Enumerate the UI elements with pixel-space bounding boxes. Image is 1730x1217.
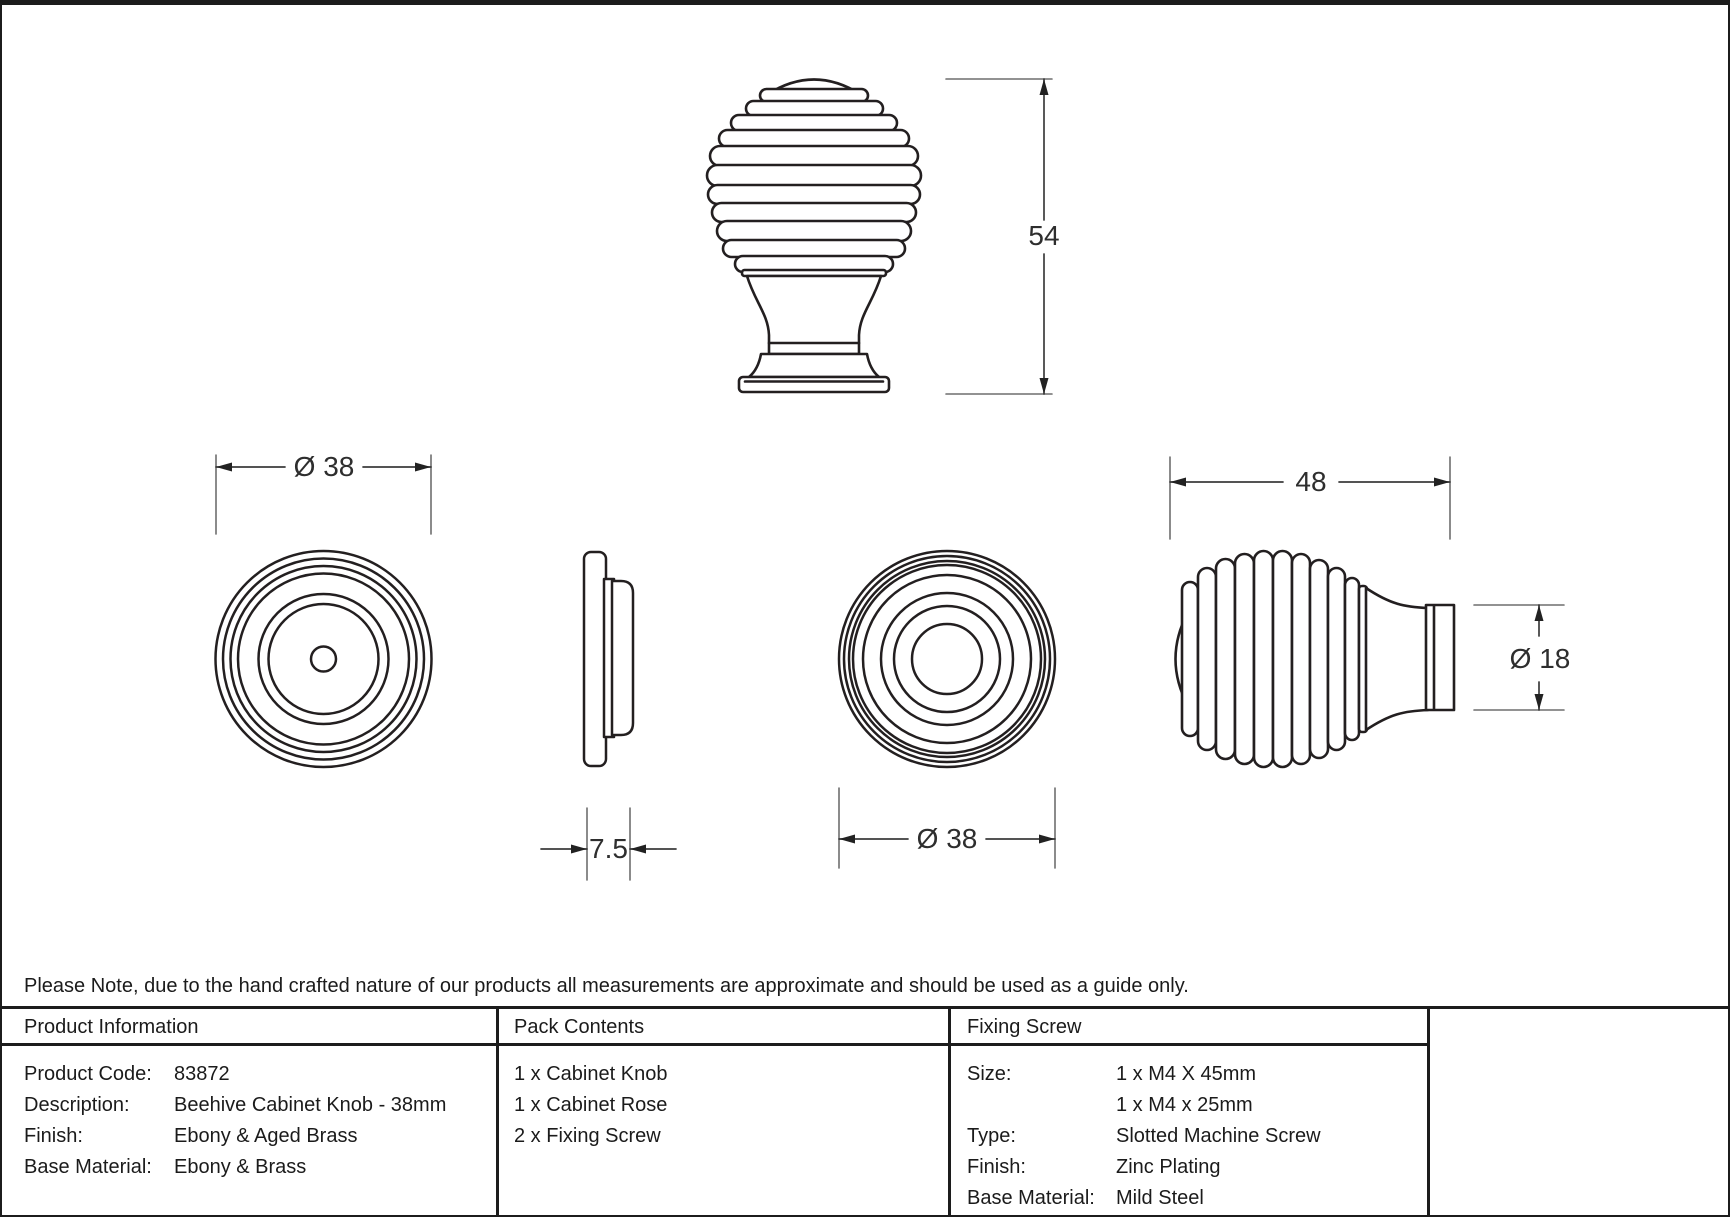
table-divider-1	[496, 1006, 499, 1215]
dim-label-stem-diameter: Ø 18	[1510, 643, 1571, 674]
knob-side-view-drawing	[1174, 549, 1456, 769]
screw-size-value-2: 1 x M4 x 25mm	[1116, 1094, 1253, 1116]
technical-drawing-canvas: 54 Ø 38	[214, 78, 1571, 881]
dim-label-54: 54	[1028, 220, 1059, 251]
description-label: Description:	[24, 1094, 130, 1116]
knob-side-neck	[1364, 586, 1430, 732]
screw-size-label: Size:	[967, 1063, 1012, 1085]
screw-type-label: Type:	[967, 1125, 1016, 1147]
screw-type-value: Slotted Machine Screw	[1116, 1125, 1321, 1147]
product-code-label: Product Code:	[24, 1063, 152, 1085]
knob-base-step	[747, 352, 881, 379]
header-pack-contents: Pack Contents	[514, 1016, 645, 1038]
finish-value: Ebony & Aged Brass	[174, 1125, 358, 1147]
header-product-information: Product Information	[24, 1016, 199, 1038]
description-value: Beehive Cabinet Knob - 38mm	[174, 1094, 447, 1116]
product-code-value: 83872	[174, 1063, 230, 1085]
dimension-knob-diameter: Ø 38	[838, 787, 1056, 869]
dim-label-knob-diameter: Ø 38	[917, 823, 978, 854]
rose-front-view-drawing	[214, 549, 433, 769]
dim-label-rose-diameter: Ø 38	[294, 451, 355, 482]
dimension-stem-diameter: Ø 18	[1473, 604, 1571, 711]
rose-side-view-drawing	[582, 550, 635, 768]
finish-label: Finish:	[24, 1125, 83, 1147]
dimension-knob-projection: 48	[1169, 456, 1451, 540]
header-fixing-screw: Fixing Screw	[967, 1016, 1082, 1038]
dim-label-projection: 48	[1295, 466, 1326, 497]
rose-screw-hole	[309, 645, 338, 673]
table-divider-2	[948, 1006, 951, 1215]
knob-side-stem	[1424, 603, 1456, 712]
base-material-label: Base Material:	[24, 1156, 152, 1178]
dim-label-rose-thickness: 7.5	[589, 833, 628, 864]
pack-item-screws: 2 x Fixing Screw	[514, 1125, 661, 1147]
knob-elevation-drawing	[705, 78, 923, 394]
knob-base-plate	[737, 375, 891, 394]
table-top-rule	[2, 1006, 1728, 1009]
screw-finish-label: Finish:	[967, 1156, 1026, 1178]
base-material-value: Ebony & Brass	[174, 1156, 307, 1178]
dimension-rose-thickness: 7.5	[540, 807, 677, 881]
knob-front-view-drawing	[837, 549, 1057, 769]
pack-item-rose: 1 x Cabinet Rose	[514, 1094, 668, 1116]
screw-base-material-value: Mild Steel	[1116, 1187, 1204, 1209]
dimension-overall-height: 54	[945, 78, 1060, 395]
screw-size-value-1: 1 x M4 X 45mm	[1116, 1063, 1257, 1085]
table-divider-3	[1427, 1006, 1430, 1215]
screw-base-material-label: Base Material:	[967, 1187, 1095, 1209]
dimension-rose-diameter: Ø 38	[215, 451, 432, 535]
handcrafted-note: Please Note, due to the hand crafted nat…	[24, 975, 1189, 997]
note-band-top-rule	[2, 2, 1728, 5]
pack-item-knob: 1 x Cabinet Knob	[514, 1063, 668, 1085]
table-header-rule	[2, 1043, 1428, 1046]
screw-finish-value: Zinc Plating	[1116, 1156, 1221, 1178]
